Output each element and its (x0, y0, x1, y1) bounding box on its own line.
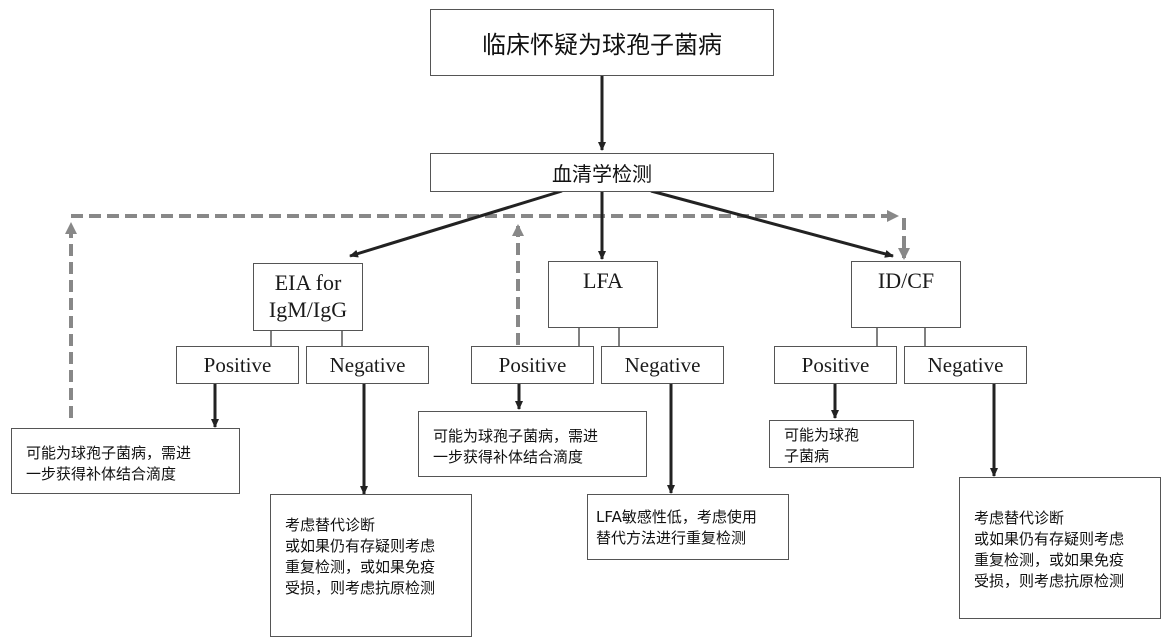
outcome-line: 考虑替代诊断 (974, 509, 1065, 527)
eia-negative-box: Negative (306, 346, 429, 384)
eia-positive-outcome: 可能为球孢子菌病，需进 一步获得补体结合滴度 (11, 428, 240, 494)
eia-line2: IgM/IgG (268, 297, 348, 322)
lfa-line1: LFA (583, 268, 623, 293)
idcf-negative-outcome: 考虑替代诊断 或如果仍有存疑则考虑 重复检测，或如果免疫 受损，则考虑抗原检测 (959, 477, 1161, 619)
idcf-positive-outcome: 可能为球孢 子菌病 (769, 420, 914, 468)
title-box: 临床怀疑为球孢子菌病 (430, 9, 774, 76)
outcome-line: 考虑替代诊断 (285, 516, 376, 534)
eia-negative-label: Negative (329, 352, 406, 377)
outcome-line: 可能为球孢子菌病，需进 (433, 427, 599, 445)
lfa-negative-box: Negative (601, 346, 724, 384)
lfa-positive-label: Positive (498, 352, 567, 377)
lfa-negative-label: Negative (624, 352, 701, 377)
idcf-line1: ID/CF (877, 268, 935, 293)
test-box-eia: EIA for IgM/IgG (253, 263, 363, 331)
idcf-negative-box: Negative (904, 346, 1027, 384)
idcf-positive-label: Positive (801, 352, 870, 377)
outcome-line: 可能为球孢 (784, 426, 860, 444)
outcome-line: 可能为球孢子菌病，需进 (26, 444, 192, 462)
eia-positive-label: Positive (203, 352, 272, 377)
serology-box: 血清学检测 (430, 153, 774, 192)
title-text: 临床怀疑为球孢子菌病 (482, 31, 722, 59)
outcome-line: 或如果仍有存疑则考虑 (285, 537, 436, 555)
eia-line1: EIA for (274, 270, 342, 295)
lfa-positive-box: Positive (471, 346, 594, 384)
outcome-line: 受损，则考虑抗原检测 (285, 579, 436, 597)
test-box-idcf: ID/CF (851, 261, 961, 328)
lfa-negative-outcome: LFA敏感性低，考虑使用 替代方法进行重复检测 (587, 494, 789, 560)
outcome-line: 一步获得补体结合滴度 (433, 448, 584, 466)
arrow-serology-to-idcf (650, 189, 894, 258)
outcome-line: 重复检测，或如果免疫 (974, 551, 1125, 569)
outcome-line: 一步获得补体结合滴度 (26, 465, 177, 483)
outcome-line: 受损，则考虑抗原检测 (974, 572, 1125, 590)
outcome-line: 子菌病 (784, 447, 830, 465)
outcome-line: LFA敏感性低，考虑使用 (596, 508, 757, 526)
lfa-positive-outcome: 可能为球孢子菌病，需进 一步获得补体结合滴度 (418, 411, 647, 477)
idcf-positive-box: Positive (774, 346, 897, 384)
serology-text: 血清学检测 (552, 162, 652, 186)
outcome-line: 重复检测，或如果免疫 (285, 558, 436, 576)
eia-positive-box: Positive (176, 346, 299, 384)
idcf-negative-label: Negative (927, 352, 1004, 377)
test-box-lfa: LFA (548, 261, 658, 328)
outcome-line: 或如果仍有存疑则考虑 (974, 530, 1125, 548)
eia-negative-outcome: 考虑替代诊断 或如果仍有存疑则考虑 重复检测，或如果免疫 受损，则考虑抗原检测 (270, 494, 472, 637)
outcome-line: 替代方法进行重复检测 (596, 529, 747, 547)
arrow-serology-to-eia (349, 189, 563, 258)
